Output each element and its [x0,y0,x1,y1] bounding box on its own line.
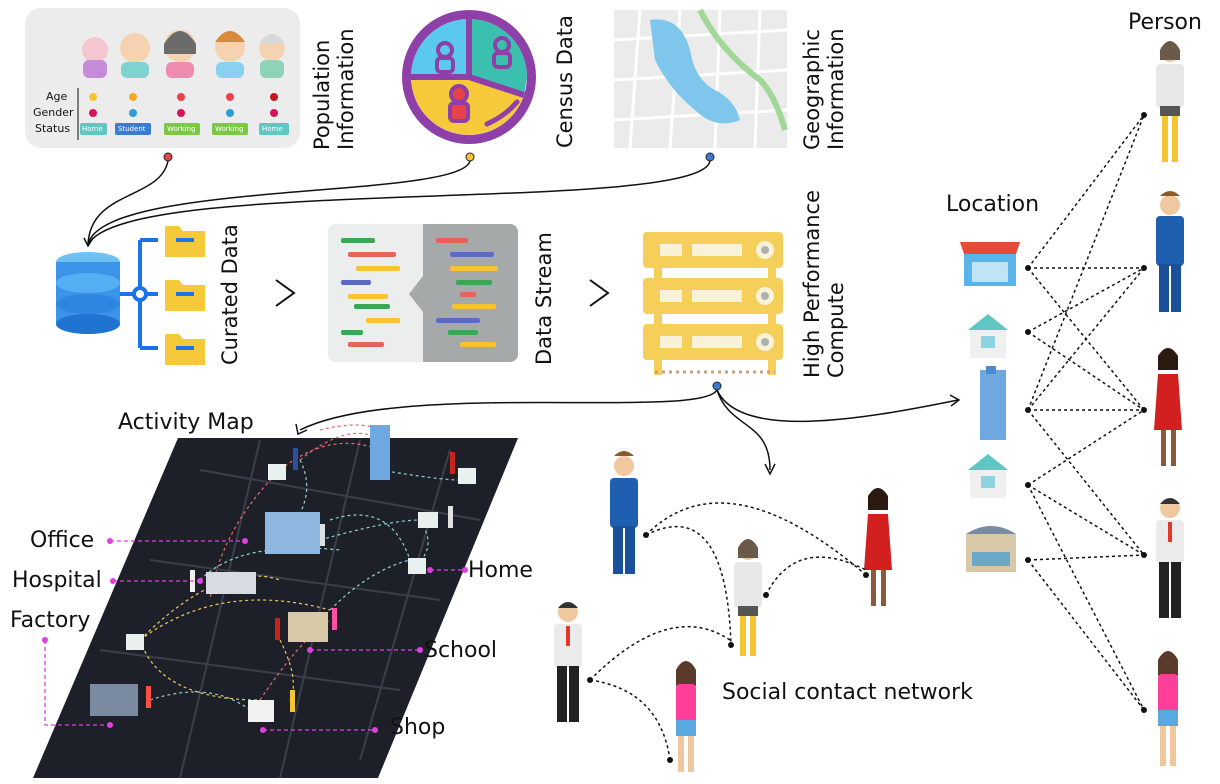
status-badges [80,123,289,135]
bipartite-edges [1027,114,1145,711]
person-heading: Person [1128,10,1202,35]
activity-map-title: Activity Map [118,410,254,435]
census-source-dot [465,152,475,162]
social-contact-edges [589,502,867,761]
census-pie-icon [402,10,536,144]
curated-data-label: Curated Data [218,224,242,365]
status-badge-label: Working [167,125,196,133]
population-information-label: Population Information [310,28,359,150]
status-badge-label: Home [262,125,283,133]
status-badge-label: Student [118,125,146,133]
activity-map-panel [33,424,518,779]
status-badge-label: Working [215,125,244,133]
location-icons [960,242,1020,572]
row-label-status: Status [35,122,71,135]
chevron-right-icon [589,279,610,307]
population-source-dot [163,152,173,162]
compute-output-dot [712,381,722,391]
server-rack-icon [643,232,783,375]
geographic-information-label: Geographic Information [800,28,849,150]
map-label-office: Office [30,528,95,553]
geo-source-dot [705,152,715,162]
social-contact-network-label: Social contact network [722,680,973,705]
folder-icons [165,226,205,365]
row-label-age: Age [46,90,68,103]
data-stream-icon [328,224,518,362]
location-heading: Location [946,192,1040,217]
database-icon [56,252,120,334]
map-label-leaders [44,540,465,731]
map-label-factory: Factory [10,608,91,633]
social-network-people [554,451,892,772]
chevron-right-icon [275,279,296,307]
compute-connectors [295,389,961,476]
population-people-icons [82,30,285,78]
map-label-home: Home [468,558,533,583]
person-column [1154,41,1184,766]
source-connectors [83,160,711,248]
census-data-label: Census Data [553,15,577,148]
map-label-shop: Shop [390,715,446,740]
gender-dots [89,109,278,117]
map-label-school: School [424,638,498,663]
geographic-map-icon [613,8,788,149]
row-label-gender: Gender [33,106,74,119]
age-dots [89,93,278,101]
high-performance-compute-label: High Performance Compute [800,189,849,378]
status-badge-label: Home [82,125,103,133]
map-label-hospital: Hospital [12,568,102,593]
data-stream-label: Data Stream [532,232,556,365]
